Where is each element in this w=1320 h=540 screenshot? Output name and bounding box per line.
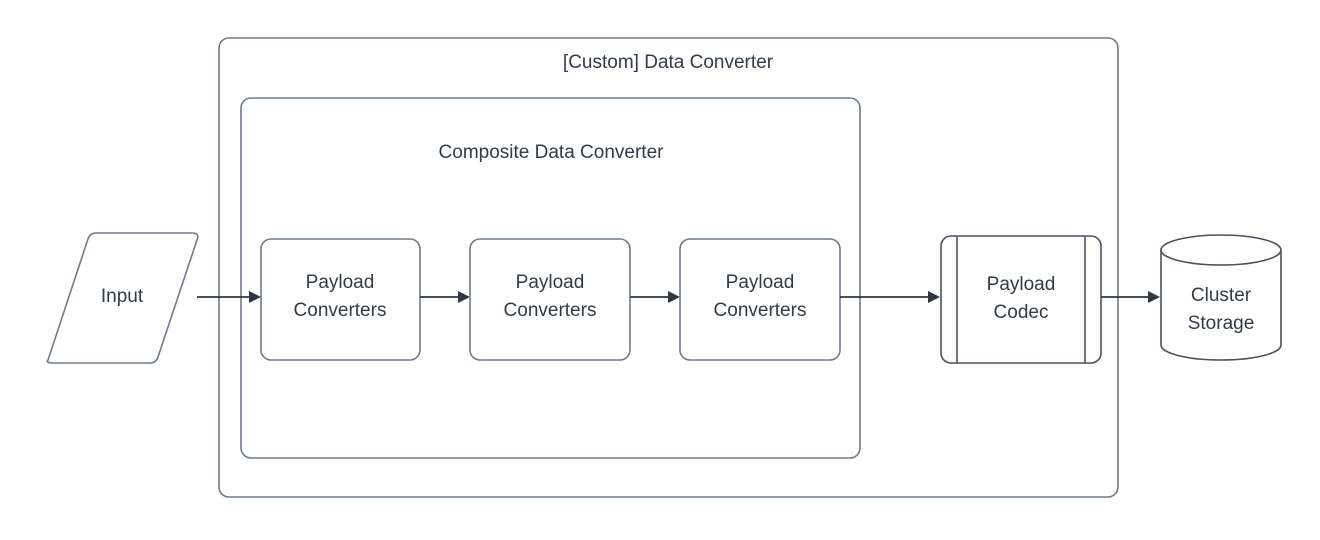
- arrowhead-payload-converters-3-to-payload-codec: [928, 291, 940, 303]
- node-payload-converters-2-label-line2: Converters: [504, 300, 597, 321]
- node-cluster-storage-label-line2: Storage: [1188, 313, 1255, 334]
- inner-container-label: Composite Data Converter: [439, 142, 665, 163]
- arrowhead-input-to-payload-converters-1: [249, 291, 261, 303]
- node-cluster-storage[interactable]: [1160, 234, 1282, 361]
- node-input[interactable]: [46, 232, 199, 364]
- node-payload-converters-1-label-line1: Payload: [306, 272, 375, 293]
- node-payload-converters-3-label-line1: Payload: [726, 272, 795, 293]
- outer-container-label: [Custom] Data Converter: [563, 52, 774, 73]
- node-payload-codec[interactable]: [940, 235, 1102, 364]
- node-payload-converters-2-label-line1: Payload: [516, 272, 585, 293]
- node-payload-converters-1[interactable]: [260, 238, 421, 361]
- node-payload-converters-2[interactable]: [469, 238, 631, 361]
- node-payload-codec-label-line1: Payload: [987, 274, 1056, 295]
- arrowhead-payload-codec-to-cluster-storage: [1148, 291, 1160, 303]
- cluster-storage-body: [1160, 249, 1282, 361]
- node-cluster-storage-label-line1: Cluster: [1191, 285, 1252, 306]
- arrowhead-payload-converters-2-to-3: [668, 291, 680, 303]
- node-payload-converters-1-label-line2: Converters: [294, 300, 387, 321]
- arrowhead-payload-converters-1-to-2: [458, 291, 470, 303]
- node-input-label: Input: [101, 286, 144, 307]
- node-payload-converters-3-label-line2: Converters: [714, 300, 807, 321]
- node-payload-converters-3[interactable]: [679, 238, 841, 361]
- node-payload-codec-label-line2: Codec: [994, 302, 1049, 323]
- cluster-storage-top-ellipse: [1160, 234, 1282, 266]
